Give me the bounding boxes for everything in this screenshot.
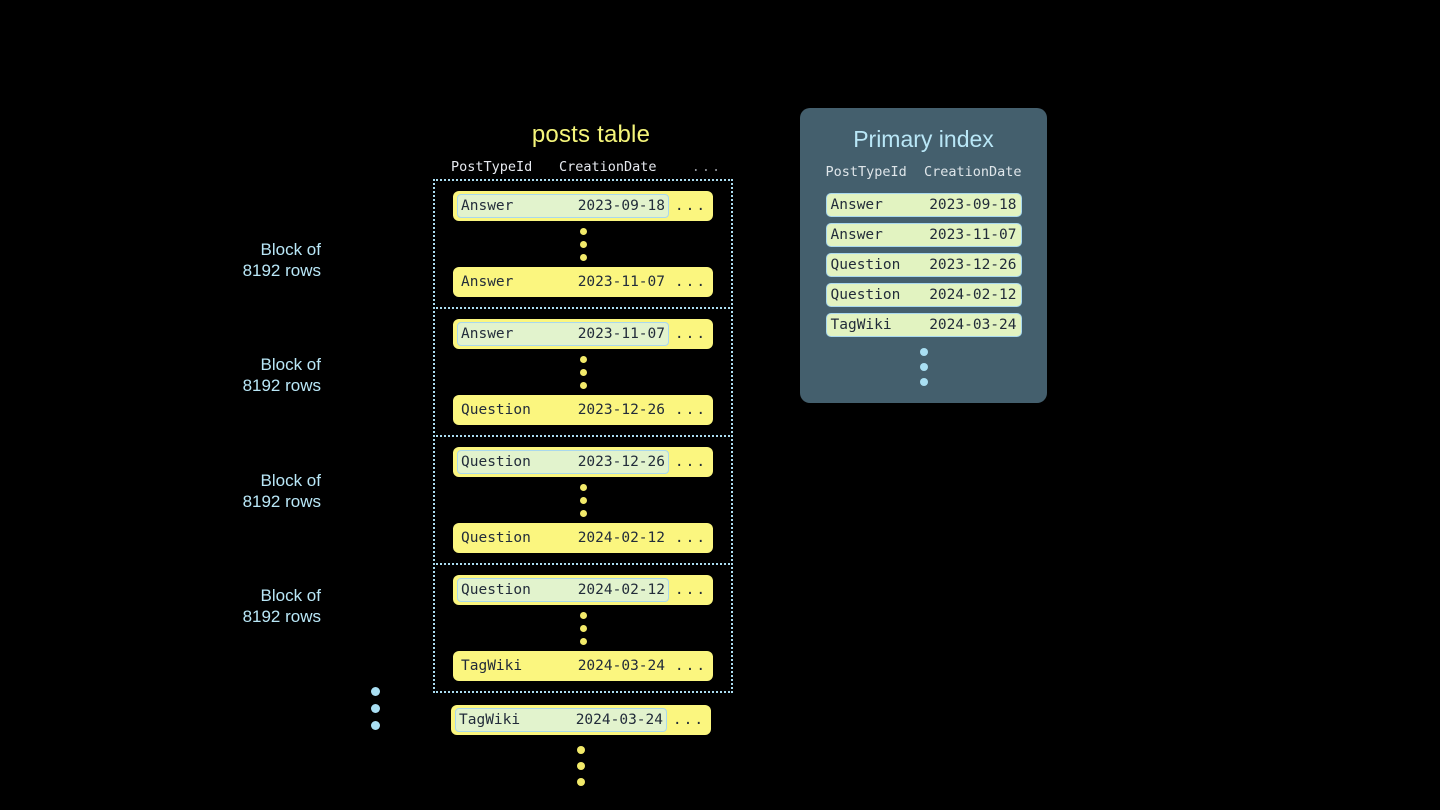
index-cell-posttypeid: Answer <box>830 197 883 213</box>
block-label-line2: 8192 rows <box>242 492 321 511</box>
cell-ellipsis: ... <box>674 530 708 546</box>
block-label-line1: Block of <box>260 355 321 374</box>
index-cell-posttypeid: Answer <box>830 227 883 243</box>
index-cell-posttypeid: Question <box>830 257 901 273</box>
left-continuation-dots <box>371 687 380 730</box>
block-label-2: Block of 8192 rows <box>151 354 321 396</box>
row-key-cells: Question 2023-12-26 <box>457 450 669 474</box>
cell-ellipsis: ... <box>672 712 706 728</box>
cell-posttypeid: Answer <box>461 326 514 342</box>
block-label-line1: Block of <box>260 586 321 605</box>
row-key-cells: Question 2024-02-12 <box>457 526 669 550</box>
cell-creationdate: 2024-03-24 <box>575 712 663 728</box>
row-key-cells: Question 2024-02-12 <box>457 578 669 602</box>
row-key-cells: TagWiki 2024-03-24 <box>457 654 669 678</box>
cell-posttypeid: Answer <box>461 198 514 214</box>
block-label-line1: Block of <box>260 240 321 259</box>
column-header-ellipsis: ... <box>691 159 723 175</box>
row-key-cells: TagWiki 2024-03-24 <box>455 708 667 732</box>
primary-index-column-headers: PostTypeId CreationDate <box>826 164 1022 180</box>
table-row: Question 2023-12-26 ... <box>453 447 713 477</box>
block-label-line2: 8192 rows <box>242 376 321 395</box>
posts-table-column-headers: PostTypeId CreationDate ... <box>451 152 731 176</box>
row-key-cells: Answer 2023-11-07 <box>457 270 669 294</box>
table-row: TagWiki 2024-03-24 ... <box>453 651 713 681</box>
vertical-ellipsis-dots <box>453 477 713 523</box>
cell-creationdate: 2023-11-07 <box>577 274 665 290</box>
cell-posttypeid: Answer <box>461 274 514 290</box>
index-row: Question 2024-02-12 <box>825 283 1022 307</box>
primary-index-panel: Primary index PostTypeId CreationDate An… <box>800 108 1047 403</box>
vertical-ellipsis-dots <box>453 349 713 395</box>
table-row: Question 2023-12-26 ... <box>453 395 713 425</box>
index-column-header-posttypeid: PostTypeId <box>825 164 907 180</box>
block-2: Answer 2023-11-07 ... Question 2023-12-2… <box>433 307 733 437</box>
cell-creationdate: 2023-12-26 <box>577 402 665 418</box>
cell-posttypeid: Question <box>461 402 531 418</box>
block-4: Question 2024-02-12 ... TagWiki 2024-03-… <box>433 563 733 693</box>
table-row: Question 2024-02-12 ... <box>453 523 713 553</box>
row-key-cells: Answer 2023-11-07 <box>457 322 669 346</box>
vertical-ellipsis-dots <box>453 605 713 651</box>
cell-posttypeid: Question <box>461 530 531 546</box>
cell-creationdate: 2024-03-24 <box>577 658 665 674</box>
cell-posttypeid: Question <box>461 454 531 470</box>
index-cell-creationdate: 2023-12-26 <box>929 257 1017 273</box>
index-cell-creationdate: 2023-11-07 <box>929 227 1017 243</box>
cell-ellipsis: ... <box>674 326 708 342</box>
cell-creationdate: 2024-02-12 <box>577 530 665 546</box>
table-row: Question 2024-02-12 ... <box>453 575 713 605</box>
index-cell-creationdate: 2024-03-24 <box>929 317 1017 333</box>
index-column-header-creationdate: CreationDate <box>923 164 1022 180</box>
block-3: Question 2023-12-26 ... Question 2024-02… <box>433 435 733 565</box>
cell-posttypeid: Question <box>461 582 531 598</box>
cell-ellipsis: ... <box>674 658 708 674</box>
index-continuation-dots <box>800 348 1047 386</box>
cell-ellipsis: ... <box>674 274 708 290</box>
vertical-ellipsis-dots <box>453 221 713 267</box>
posts-table-title: posts table <box>531 121 651 148</box>
block-label-1: Block of 8192 rows <box>151 239 321 281</box>
cell-creationdate: 2023-09-18 <box>577 198 665 214</box>
primary-index-title: Primary index <box>853 126 994 152</box>
index-row: Answer 2023-09-18 <box>825 193 1022 217</box>
posts-table: posts table PostTypeId CreationDate ... … <box>433 118 733 786</box>
column-header-posttypeid: PostTypeId <box>451 159 533 175</box>
table-tail-ellipsis-dots <box>451 735 711 786</box>
primary-index-rows: Answer 2023-09-18 Answer 2023-11-07 Ques… <box>800 193 1047 337</box>
table-row: Answer 2023-11-07 ... <box>453 319 713 349</box>
index-cell-posttypeid: Question <box>830 287 901 303</box>
cell-posttypeid: TagWiki <box>459 712 521 728</box>
blocks-container: Answer 2023-09-18 ... Answer 2023-11-07 … <box>433 179 733 786</box>
column-header-creationdate: CreationDate <box>559 159 657 175</box>
cell-posttypeid: TagWiki <box>461 658 523 674</box>
cell-ellipsis: ... <box>674 402 708 418</box>
cell-creationdate: 2023-11-07 <box>577 326 665 342</box>
cell-ellipsis: ... <box>674 454 708 470</box>
cell-creationdate: 2024-02-12 <box>577 582 665 598</box>
block-1: Answer 2023-09-18 ... Answer 2023-11-07 … <box>433 179 733 309</box>
block-label-4: Block of 8192 rows <box>151 585 321 627</box>
table-row-trailing: TagWiki 2024-03-24 ... <box>451 705 711 735</box>
block-label-3: Block of 8192 rows <box>151 470 321 512</box>
index-row: TagWiki 2024-03-24 <box>825 313 1022 337</box>
index-row: Answer 2023-11-07 <box>825 223 1022 247</box>
block-label-line2: 8192 rows <box>242 607 321 626</box>
table-row: Answer 2023-09-18 ... <box>453 191 713 221</box>
cell-creationdate: 2023-12-26 <box>577 454 665 470</box>
block-label-line1: Block of <box>260 471 321 490</box>
index-cell-posttypeid: TagWiki <box>830 317 892 333</box>
block-label-line2: 8192 rows <box>242 261 321 280</box>
index-cell-creationdate: 2023-09-18 <box>929 197 1017 213</box>
table-row: Answer 2023-11-07 ... <box>453 267 713 297</box>
row-key-cells: Answer 2023-09-18 <box>457 194 669 218</box>
index-row: Question 2023-12-26 <box>825 253 1022 277</box>
cell-ellipsis: ... <box>674 582 708 598</box>
cell-ellipsis: ... <box>674 198 708 214</box>
index-cell-creationdate: 2024-02-12 <box>929 287 1017 303</box>
row-key-cells: Question 2023-12-26 <box>457 398 669 422</box>
